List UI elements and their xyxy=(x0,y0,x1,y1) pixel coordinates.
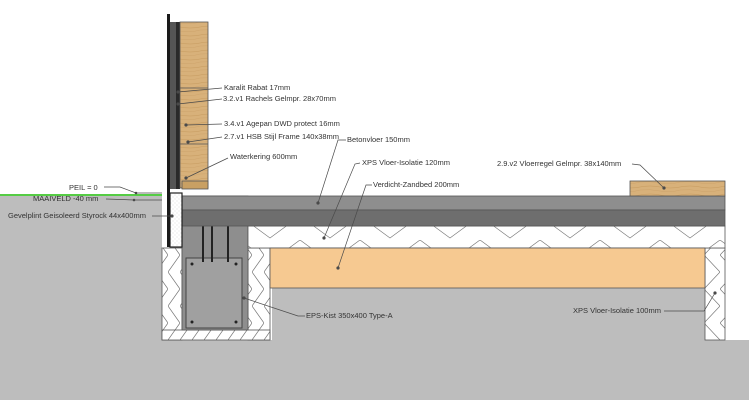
wall-batten xyxy=(170,22,176,189)
plinth-board xyxy=(167,193,170,247)
bottom-plate xyxy=(181,180,209,190)
xps-floor-insulation-120 xyxy=(247,225,726,249)
floor-joist xyxy=(629,180,726,197)
concrete-floor-slab-lower xyxy=(181,209,726,227)
grade-line xyxy=(0,194,162,196)
label-karalit: Karalit Rabat 17mm xyxy=(224,83,290,92)
label-vloerregel: 2.9.v2 Vloerregel Gelmpr. 38x140mm xyxy=(497,159,621,168)
label-hsb-frame: 2.7.v1 HSB Stijl Frame 140x38mm xyxy=(224,132,339,141)
wall-cladding-board xyxy=(167,14,170,195)
label-betonvloer: Betonvloer 150mm xyxy=(347,135,410,144)
label-waterkering: Waterkering 600mm xyxy=(230,152,297,161)
rebar-cage xyxy=(185,257,243,329)
label-peil: PEIL = 0 xyxy=(69,183,98,192)
label-agepan: 3.4.v1 Agepan DWD protect 16mm xyxy=(224,119,340,128)
leader-lines xyxy=(104,87,717,317)
ground-fill xyxy=(0,196,749,400)
label-maaiveld: MAAIVELD -40 mm xyxy=(33,194,98,203)
eps-box-bottom xyxy=(161,329,271,341)
label-xps-100: XPS Vloer-Isolatie 100mm xyxy=(573,306,661,315)
label-gevelplint: Gevelplint Geisoleerd Styrock 44x400mm xyxy=(8,211,146,220)
eps-box-right-wall xyxy=(247,247,271,341)
concrete-floor-slab xyxy=(181,195,726,211)
compacted-sand-bed xyxy=(269,247,706,289)
plinth-insulation xyxy=(169,192,183,248)
label-rachels: 3.2.v1 Rachels Gelmpr. 28x70mm xyxy=(223,94,336,103)
label-zandbed: Verdicht-Zandbed 200mm xyxy=(373,180,459,189)
eps-box-left-wall xyxy=(161,247,183,341)
stud-frame xyxy=(179,21,209,189)
label-xps-120: XPS Vloer-Isolatie 120mm xyxy=(362,158,450,167)
label-eps-kist: EPS-Kist 350x400 Type-A xyxy=(306,311,393,320)
